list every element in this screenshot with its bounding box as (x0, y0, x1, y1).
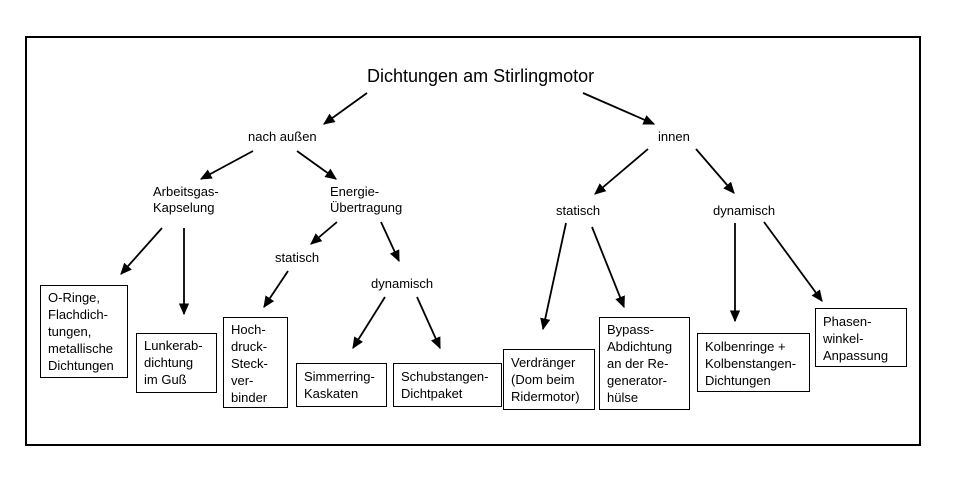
leaf-box-simmerring-kaskaten: Simmerring- Kaskaten (296, 363, 387, 407)
node-dynamisch-links: dynamisch (371, 276, 434, 291)
node-statisch-links: statisch (275, 250, 320, 265)
diagram-title: Dichtungen am Stirlingmotor (367, 66, 595, 86)
node-nach-aussen: nach außen (248, 129, 317, 144)
leaf-box-kolbenringe: Kolbenringe + Kolbenstangen- Dichtungen (697, 333, 810, 392)
node-innen: innen (658, 129, 690, 144)
diagram-border (25, 36, 921, 446)
leaf-box-phasenwinkel: Phasen- winkel- Anpassung (815, 308, 907, 367)
leaf-box-verdraenger: Verdränger (Dom beim Ridermotor) (503, 349, 595, 410)
node-dynamisch-rechts: dynamisch (713, 203, 776, 218)
leaf-box-lunkerabdichtung: Lunkerab- dichtung im Guß (136, 333, 217, 393)
leaf-box-schubstangen-dichtpaket: Schubstangen- Dichtpaket (393, 363, 502, 407)
node-energie-uebertragung: Energie- Übertragung (330, 184, 403, 215)
node-arbeitsgas-kapselung: Arbeitsgas- Kapselung (153, 184, 219, 215)
node-statisch-rechts: statisch (556, 203, 601, 218)
leaf-box-hochdruck-steckverbinder: Hoch- druck- Steck- ver- binder (223, 317, 288, 408)
leaf-box-o-ringe: O-Ringe, Flachdich- tungen, metallische … (40, 285, 128, 378)
leaf-box-bypass-abdichtung: Bypass- Abdichtung an der Re- generator-… (599, 317, 690, 410)
